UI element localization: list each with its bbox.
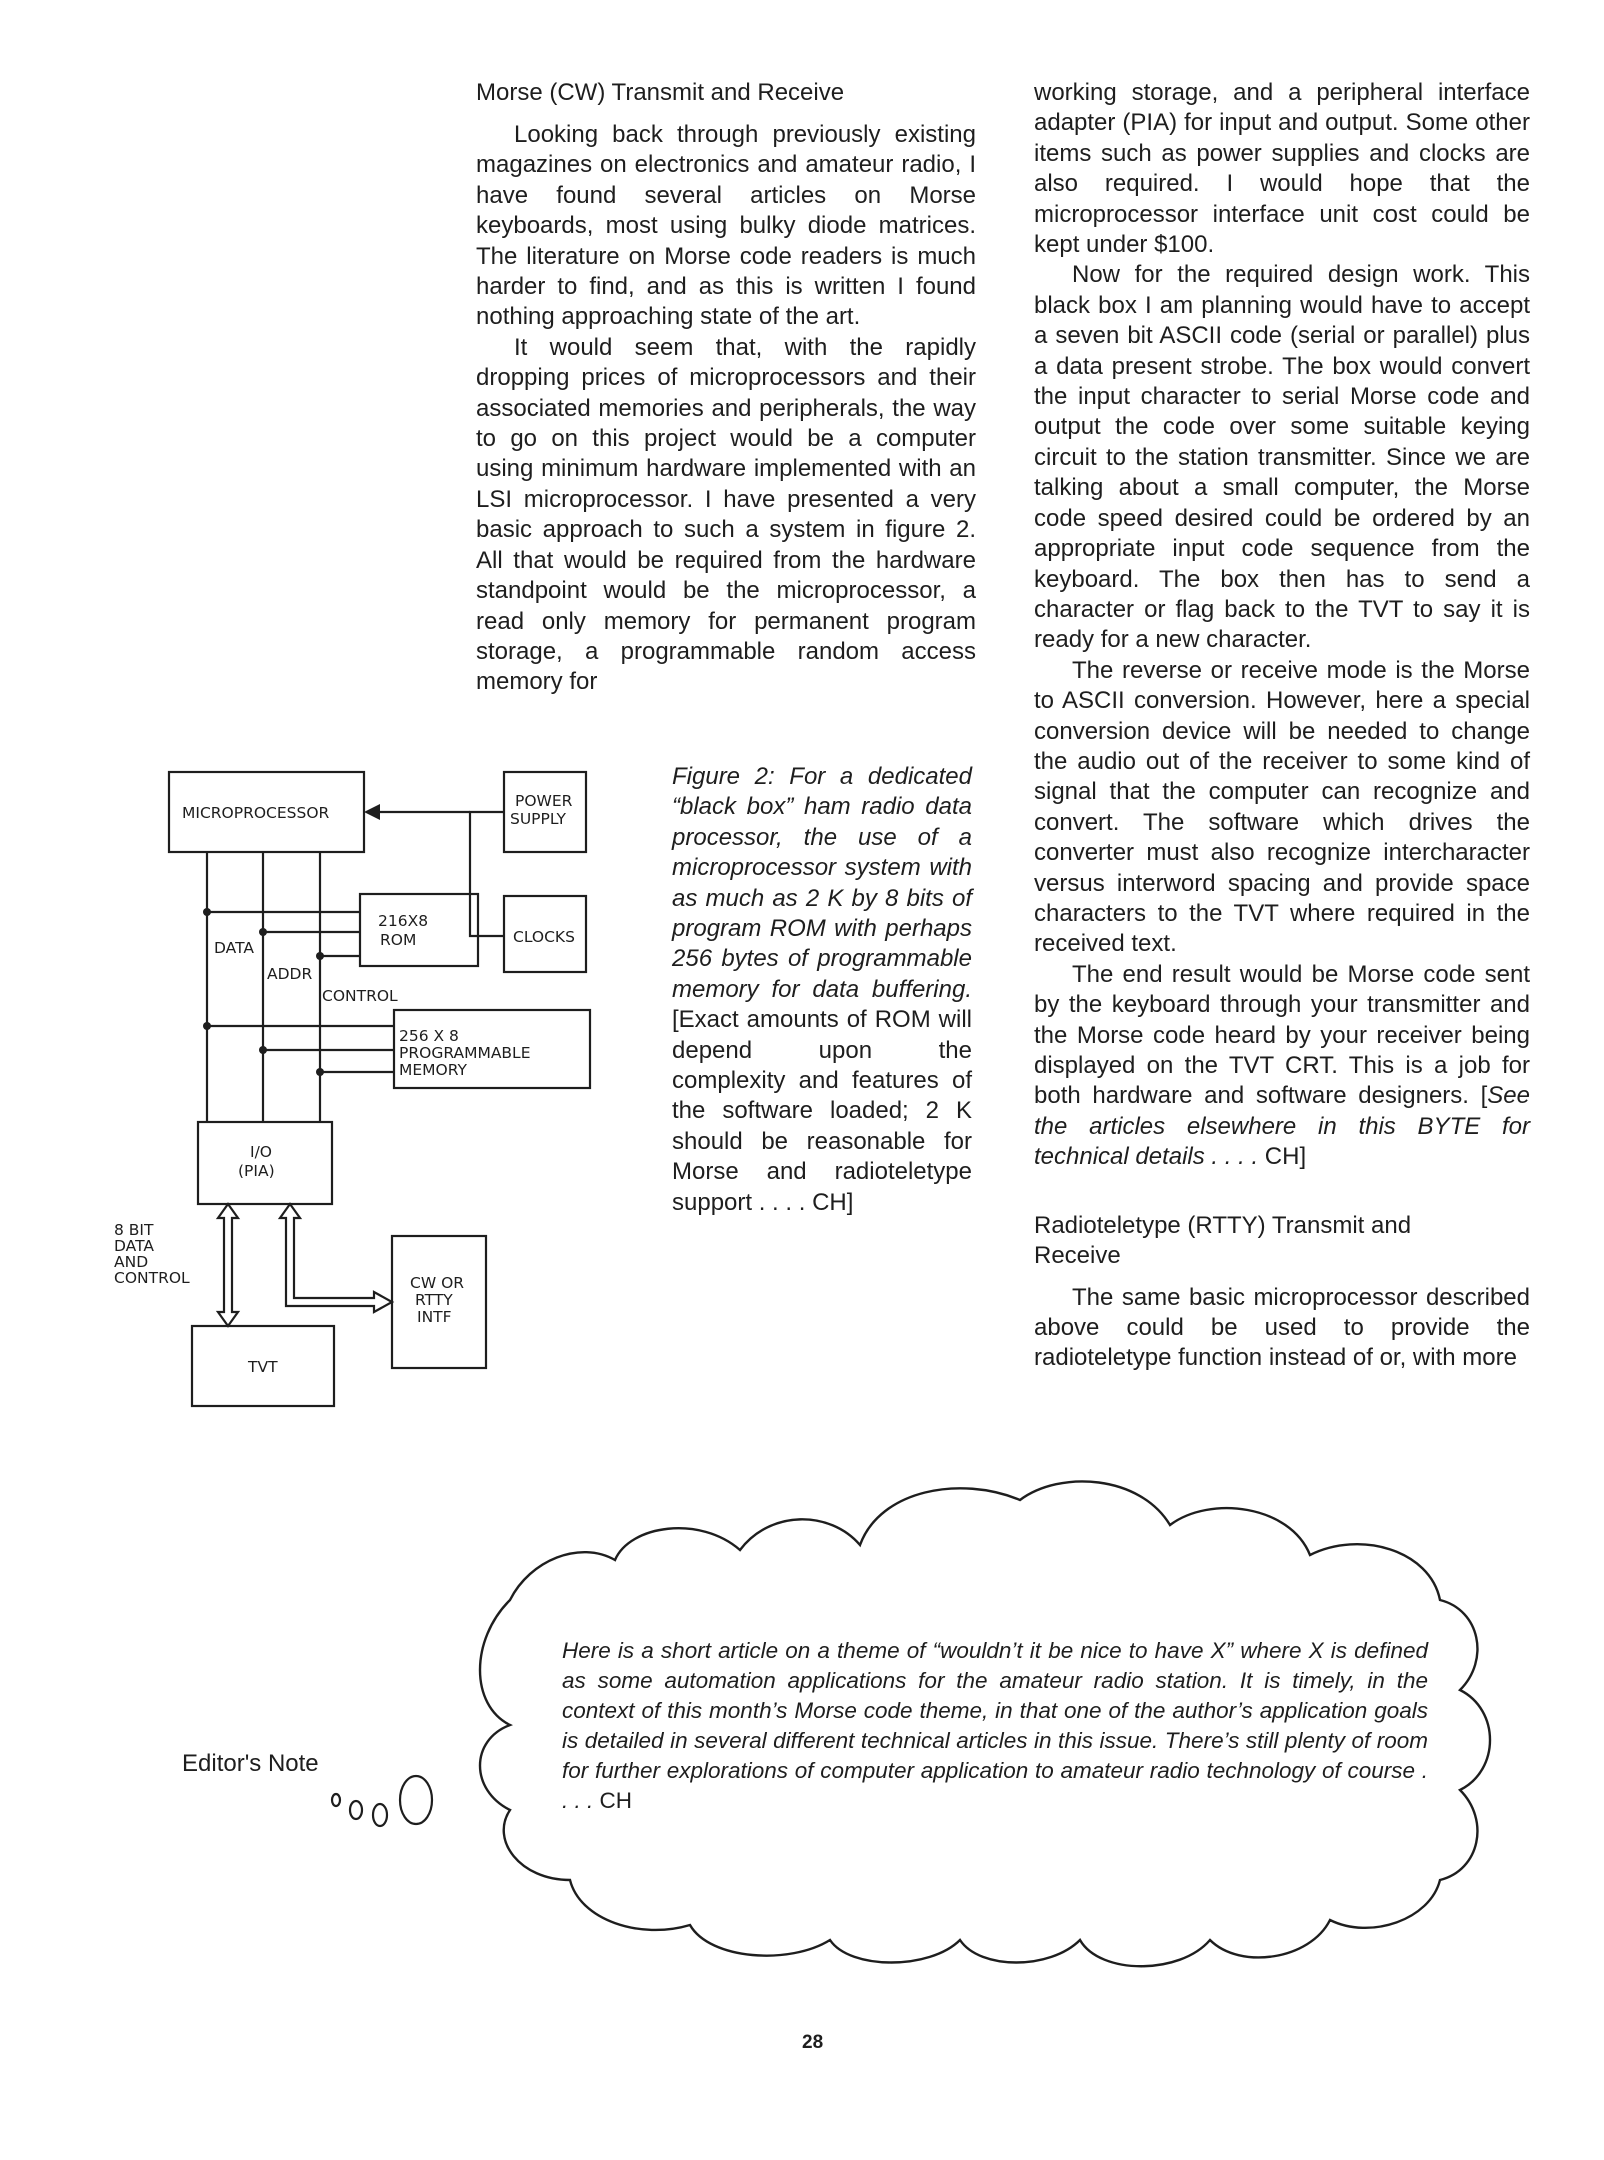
paragraph-text: The end result would be Morse code sent … <box>1034 960 1530 1110</box>
thought-cloud <box>478 1480 1492 1968</box>
block-diagram: MICROPROCESSOR POWER SUPPLY CLOCKS 216X8… <box>114 770 592 1408</box>
label-rtty: RTTY <box>415 1291 453 1309</box>
label-intf: INTF <box>417 1308 452 1326</box>
caption-italic: Figure 2: For a dedicated “black box” ha… <box>672 763 972 1003</box>
section-heading-morse: Morse (CW) Transmit and Receive <box>476 79 845 106</box>
paragraph: The same basic microprocessor described … <box>1034 1283 1530 1372</box>
label-clocks: CLOCKS <box>513 928 575 946</box>
label-control: CONTROL <box>322 987 398 1005</box>
article-column-right: working storage, and a peripheral interf… <box>1034 78 1530 1374</box>
paragraph: working storage, and a peripheral interf… <box>1034 79 1530 259</box>
label-programmable: PROGRAMMABLE <box>399 1044 531 1062</box>
editors-note-italic: Here is a short article on a theme of “w… <box>562 1638 1428 1813</box>
label-8bit: 8 BIT <box>114 1221 154 1239</box>
clocks-box <box>502 894 588 974</box>
paragraph: The reverse or receive mode is the Morse… <box>1034 656 1530 958</box>
figure-caption: Figure 2: For a dedicated “black box” ha… <box>672 762 972 1218</box>
paragraph: Looking back through previously existing… <box>476 121 976 331</box>
label-tvt: TVT <box>247 1358 278 1376</box>
paragraph: The end result would be Morse code sent … <box>1034 960 1530 1173</box>
label-and: AND <box>114 1253 148 1271</box>
paragraph: Now for the required design work. This b… <box>1034 261 1530 654</box>
paragraph: It would seem that, with the rapidly dro… <box>476 333 976 696</box>
tvt-box <box>190 1324 336 1408</box>
label-supply: SUPPLY <box>510 810 566 828</box>
label-bus-data: DATA <box>114 1237 154 1255</box>
label-data: DATA <box>214 939 254 957</box>
caption-roman: [Exact amounts of ROM will depend upon t… <box>672 1006 972 1216</box>
thought-bubbles <box>330 1774 434 1828</box>
rom-box <box>358 892 480 968</box>
label-rom: ROM <box>380 931 416 949</box>
section-heading-rtty: Radioteletype (RTTY) Transmit and Receiv… <box>1034 1211 1412 1269</box>
label-pia: (PIA) <box>238 1162 275 1180</box>
label-addr: ADDR <box>267 965 312 983</box>
editors-note-text: Here is a short article on a theme of “w… <box>562 1636 1428 1816</box>
label-microprocessor: MICROPROCESSOR <box>182 804 330 822</box>
editors-note-label: Editor's Note <box>182 1750 319 1777</box>
label-rom-size: 216X8 <box>378 912 428 930</box>
article-column-middle: Morse (CW) Transmit and Receive Looking … <box>476 78 976 698</box>
label-cw-or: CW OR <box>410 1274 464 1292</box>
label-memory: MEMORY <box>399 1061 468 1079</box>
label-power: POWER <box>515 792 573 810</box>
label-ram-size: 256 X 8 <box>399 1027 459 1045</box>
editors-note-end: CH <box>593 1788 633 1813</box>
label-bus-control: CONTROL <box>114 1269 190 1287</box>
io-box <box>196 1120 334 1206</box>
page-number: 28 <box>802 2032 824 2053</box>
label-io: I/O <box>250 1143 272 1161</box>
paragraph-italic-text: See the articles elsewhere in this BYTE … <box>1034 1082 1530 1171</box>
paragraph-end: CH] <box>1258 1143 1307 1171</box>
